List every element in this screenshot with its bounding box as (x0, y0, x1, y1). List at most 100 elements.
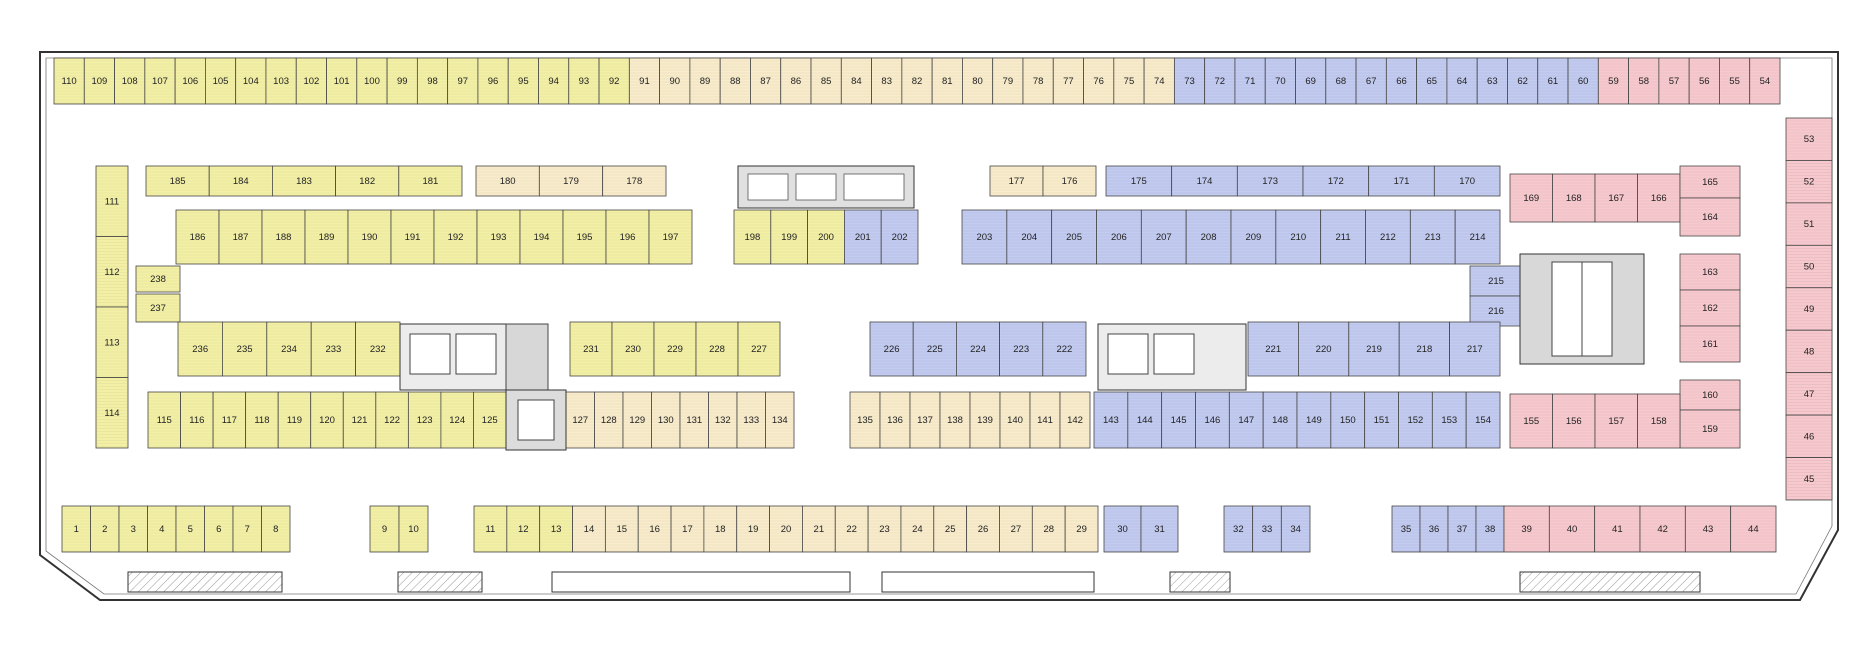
unit-cell[interactable] (506, 505, 541, 553)
unit-cell[interactable] (810, 57, 842, 105)
unit-cell[interactable] (1093, 391, 1129, 449)
unit-cell[interactable] (1594, 173, 1638, 223)
unit-207[interactable]: 207 (1140, 209, 1187, 265)
unit-cell[interactable] (769, 505, 803, 553)
unit-cell[interactable] (95, 306, 129, 378)
unit-cell[interactable] (602, 165, 667, 197)
unit-76[interactable]: 76 (1083, 57, 1115, 105)
unit-36[interactable]: 36 (1419, 505, 1449, 553)
unit-cell[interactable] (1730, 505, 1777, 553)
unit-228[interactable]: 228 (695, 321, 739, 377)
unit-129[interactable]: 129 (622, 391, 652, 449)
unit-82[interactable]: 82 (901, 57, 933, 105)
unit-111[interactable]: 111 (95, 165, 129, 237)
unit-171[interactable]: 171 (1368, 165, 1435, 197)
unit-108[interactable]: 108 (114, 57, 146, 105)
unit-cell[interactable] (61, 505, 91, 553)
unit-cell[interactable] (1185, 209, 1232, 265)
unit-191[interactable]: 191 (390, 209, 435, 265)
unit-cell[interactable] (992, 57, 1024, 105)
unit-107[interactable]: 107 (144, 57, 176, 105)
unit-cell[interactable] (135, 265, 181, 293)
unit-183[interactable]: 183 (271, 165, 336, 197)
unit-cell[interactable] (1296, 391, 1332, 449)
unit-229[interactable]: 229 (653, 321, 697, 377)
unit-cell[interactable] (1637, 173, 1681, 223)
unit-25[interactable]: 25 (933, 505, 968, 553)
unit-146[interactable]: 146 (1195, 391, 1230, 449)
unit-39[interactable]: 39 (1503, 505, 1550, 553)
unit-cell[interactable] (1447, 505, 1477, 553)
unit-cell[interactable] (1364, 391, 1399, 449)
unit-cell[interactable] (1567, 57, 1599, 105)
unit-99[interactable]: 99 (386, 57, 418, 105)
unit-cell[interactable] (933, 505, 968, 553)
unit-148[interactable]: 148 (1262, 391, 1298, 449)
unit-179[interactable]: 179 (538, 165, 604, 197)
unit-54[interactable]: 54 (1749, 57, 1781, 105)
unit-72[interactable]: 72 (1204, 57, 1236, 105)
unit-cell[interactable] (871, 57, 903, 105)
unit-48[interactable]: 48 (1785, 329, 1833, 374)
unit-116[interactable]: 116 (180, 391, 214, 449)
unit-cell[interactable] (1140, 505, 1179, 553)
unit-217[interactable]: 217 (1449, 321, 1501, 377)
unit-cell[interactable] (879, 391, 911, 449)
unit-cell[interactable] (1658, 57, 1690, 105)
unit-152[interactable]: 152 (1398, 391, 1433, 449)
unit-cell[interactable] (271, 165, 336, 197)
unit-cell[interactable] (266, 321, 312, 377)
unit-73[interactable]: 73 (1173, 57, 1206, 105)
unit-70[interactable]: 70 (1264, 57, 1296, 105)
unit-27[interactable]: 27 (999, 505, 1033, 553)
unit-cell[interactable] (1143, 57, 1175, 105)
unit-134[interactable]: 134 (765, 391, 795, 449)
unit-cell[interactable] (261, 209, 306, 265)
unit-cell[interactable] (844, 209, 882, 265)
unit-cell[interactable] (1006, 209, 1053, 265)
unit-cell[interactable] (221, 321, 268, 377)
unit-98[interactable]: 98 (416, 57, 449, 105)
unit-55[interactable]: 55 (1719, 57, 1751, 105)
unit-cell[interactable] (1628, 57, 1660, 105)
unit-110[interactable]: 110 (53, 57, 85, 105)
unit-cell[interactable] (637, 505, 672, 553)
unit-195[interactable]: 195 (562, 209, 607, 265)
unit-cell[interactable] (416, 57, 449, 105)
unit-cell[interactable] (204, 505, 234, 553)
unit-cell[interactable] (999, 321, 1044, 377)
unit-185[interactable]: 185 (145, 165, 210, 197)
unit-cell[interactable] (1173, 57, 1206, 105)
unit-cell[interactable] (1298, 321, 1350, 377)
unit-53[interactable]: 53 (1785, 117, 1833, 161)
unit-cell[interactable] (447, 57, 479, 105)
unit-203[interactable]: 203 (961, 209, 1008, 265)
unit-1[interactable]: 1 (61, 505, 91, 553)
unit-222[interactable]: 222 (1042, 321, 1087, 377)
unit-cell[interactable] (95, 236, 129, 308)
unit-cell[interactable] (569, 321, 613, 377)
unit-103[interactable]: 103 (265, 57, 297, 105)
unit-cell[interactable] (1469, 265, 1523, 297)
unit-cell[interactable] (912, 321, 957, 377)
unit-cell[interactable] (1785, 244, 1833, 289)
unit-159[interactable]: 159 (1679, 409, 1741, 449)
unit-161[interactable]: 161 (1679, 325, 1741, 363)
unit-cell[interactable] (1171, 165, 1238, 197)
unit-163[interactable]: 163 (1679, 253, 1741, 291)
unit-206[interactable]: 206 (1096, 209, 1142, 265)
unit-33[interactable]: 33 (1252, 505, 1282, 553)
unit-141[interactable]: 141 (1029, 391, 1061, 449)
unit-142[interactable]: 142 (1059, 391, 1091, 449)
unit-2[interactable]: 2 (90, 505, 120, 553)
unit-10[interactable]: 10 (398, 505, 429, 553)
unit-113[interactable]: 113 (95, 306, 129, 378)
unit-cell[interactable] (719, 57, 751, 105)
unit-38[interactable]: 38 (1475, 505, 1505, 553)
unit-cell[interactable] (1029, 391, 1061, 449)
unit-122[interactable]: 122 (375, 391, 409, 449)
unit-cell[interactable] (1234, 57, 1266, 105)
unit-cell[interactable] (1416, 57, 1448, 105)
unit-cell[interactable] (568, 57, 600, 105)
unit-cell[interactable] (473, 505, 508, 553)
